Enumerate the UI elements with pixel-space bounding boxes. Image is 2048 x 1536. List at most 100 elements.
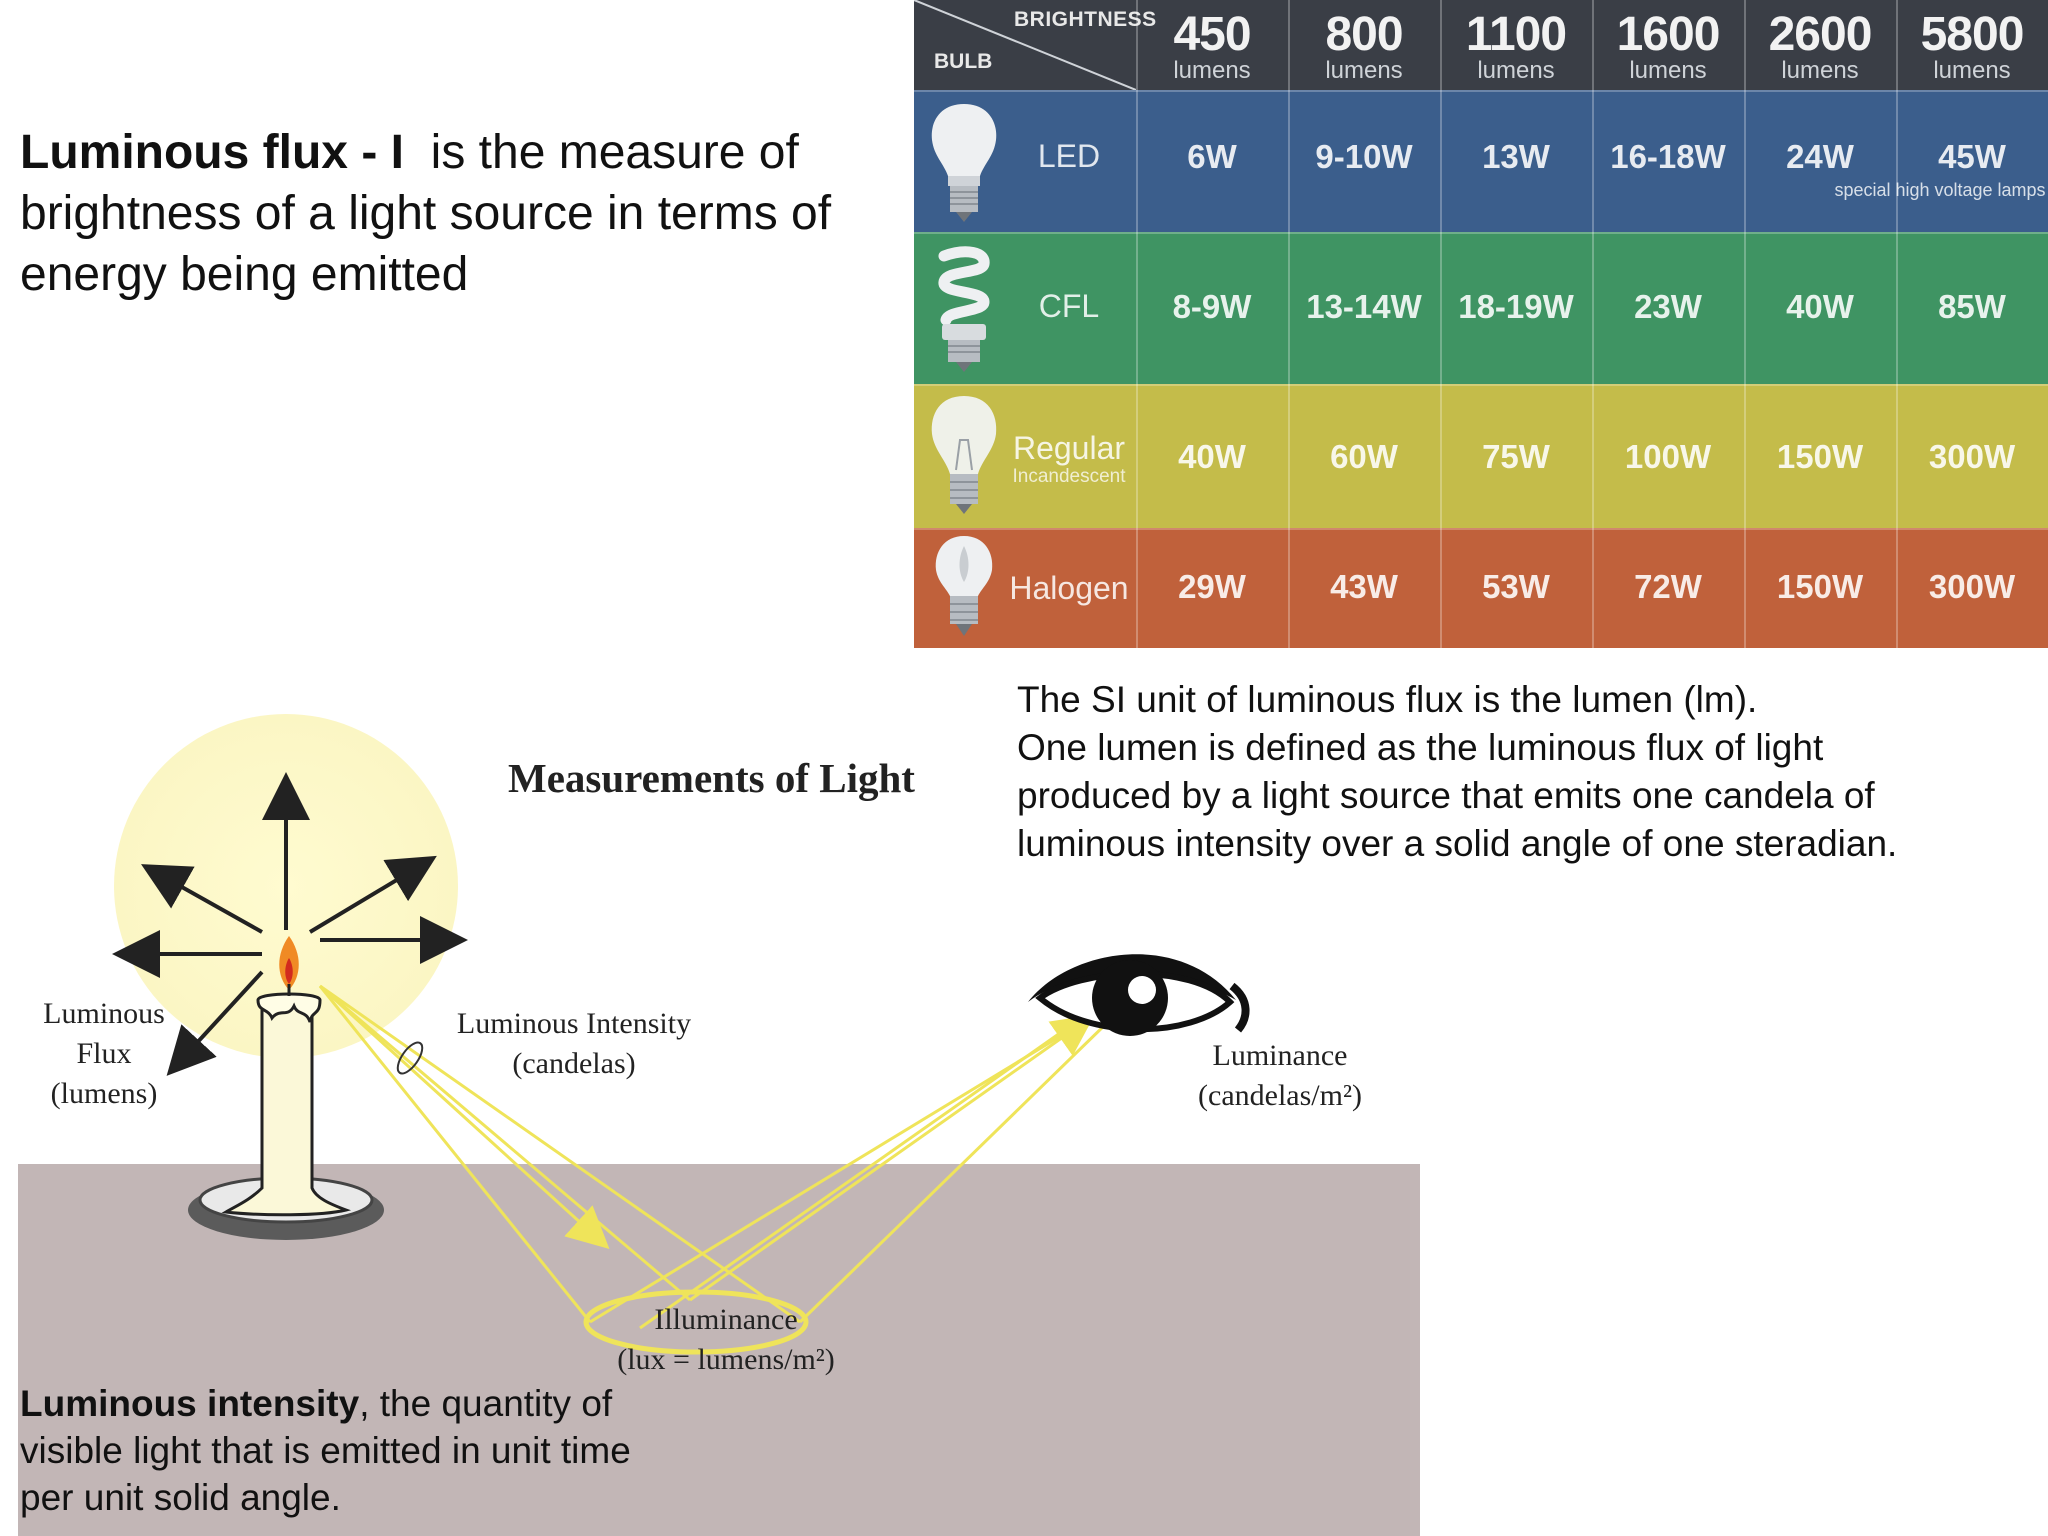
column-lumens-value: 5800 — [1920, 8, 2025, 61]
table-cell: 45W — [1938, 138, 2006, 175]
light-diagram-graphic — [18, 714, 1420, 1536]
column-lumens-value: 450 — [1173, 8, 1251, 61]
column-lumens-unit: lumens — [1477, 57, 1555, 84]
column-lumens-unit: lumens — [1173, 57, 1251, 84]
definition-rest: , the quantity of visible light that is … — [20, 1383, 631, 1518]
intro-paragraph: Luminous flux - I is the measure of brig… — [20, 122, 900, 305]
table-row-led: LED 6W 9-10W 13W 16-18W 24W 45W special … — [914, 90, 2048, 232]
row-divider — [914, 232, 2048, 234]
label-line: Luminous Intensity — [456, 1007, 692, 1040]
candle-body — [221, 998, 352, 1217]
row-divider — [914, 528, 2048, 530]
table-cell: 85W — [1938, 288, 2006, 325]
table-cell: 150W — [1776, 568, 1864, 605]
table-cell: 18-19W — [1458, 288, 1574, 325]
table-cell: 300W — [1928, 568, 2016, 605]
measurements-of-light-diagram: Measurements of Light Luminous Flux (lum… — [0, 700, 1460, 1536]
table-cell: 75W — [1482, 438, 1550, 475]
label-line: Luminance — [1212, 1039, 1348, 1072]
table-row-halogen: Halogen 29W 43W 53W 72W 150W 300W — [914, 528, 2048, 648]
table-cell: 72W — [1634, 568, 1702, 605]
corner-brightness-label: BRIGHTNESS — [1014, 8, 1157, 31]
led-bulb-icon — [931, 104, 997, 222]
column-lumens-value: 2600 — [1768, 8, 1873, 61]
illuminance-label: Illuminance (lux = lumens/m²) — [586, 1300, 866, 1380]
diagram-title: Measurements of Light — [508, 755, 915, 801]
column-divider — [1288, 0, 1290, 648]
intro-rest: is the measure of brightness of a light … — [20, 126, 832, 301]
luminance-label: Luminance (candelas/m²) — [1160, 1036, 1400, 1116]
column-lumens-unit: lumens — [1933, 57, 2011, 84]
eye-icon — [1028, 954, 1250, 1036]
label-line: (lux = lumens/m²) — [617, 1343, 835, 1376]
table-cell: 40W — [1786, 288, 1854, 325]
table-corner-cell: BRIGHTNESS BULB — [914, 0, 1156, 90]
luminous-intensity-definition: Luminous intensity, the quantity of visi… — [20, 1380, 660, 1521]
column-lumens-value: 1600 — [1616, 8, 1721, 61]
table-cell: 23W — [1634, 288, 1702, 325]
si-line: luminous intensity over a solid angle of… — [1017, 823, 1898, 864]
row-divider — [914, 384, 2048, 386]
row-type-label: Halogen — [1009, 570, 1129, 606]
label-line: (candelas/m²) — [1198, 1079, 1362, 1112]
table-cell: 13W — [1482, 138, 1550, 175]
row-divider — [914, 90, 2048, 92]
illuminance-ellipse — [583, 1289, 809, 1355]
table-cell: 60W — [1330, 438, 1398, 475]
table-cell: 24W — [1786, 138, 1854, 175]
table-cell: 6W — [1187, 138, 1237, 175]
table-cell: 43W — [1330, 568, 1398, 605]
solid-angle-ellipse — [396, 1041, 424, 1075]
column-lumens-unit: lumens — [1629, 57, 1707, 84]
column-lumens-value: 800 — [1325, 8, 1403, 61]
row-type-label: Regular — [1012, 430, 1126, 466]
label-line: Luminous — [43, 997, 165, 1030]
incandescent-bulb-icon — [931, 396, 997, 514]
column-lumens-value: 1100 — [1465, 8, 1567, 61]
corner-diagonal-line — [914, 0, 1136, 90]
table-cell: 53W — [1482, 568, 1550, 605]
table-cell: 29W — [1178, 568, 1246, 605]
light-rays — [318, 984, 1112, 1330]
table-row-cfl: CFL 8-9W 13-14W 18-19W 23W 40W 85W — [914, 232, 2048, 384]
table-cell: 40W — [1178, 438, 1246, 475]
flux-arrows — [112, 772, 468, 1076]
corner-bulb-label: BULB — [934, 50, 993, 73]
label-line: Flux — [76, 1037, 132, 1070]
cfl-bulb-icon — [938, 246, 990, 372]
column-divider — [1744, 0, 1746, 648]
row-type-sublabel: Incandescent — [1012, 466, 1126, 487]
column-divider — [1440, 0, 1442, 648]
table-cell: 150W — [1776, 438, 1864, 475]
row-type-label: CFL — [1038, 288, 1100, 324]
si-unit-paragraph: The SI unit of luminous flux is the lume… — [1017, 676, 2027, 868]
luminous-flux-label: Luminous Flux (lumens) — [24, 994, 184, 1114]
column-lumens-unit: lumens — [1781, 57, 1859, 84]
table-cell: 9-10W — [1315, 138, 1413, 175]
label-line: (lumens) — [50, 1077, 158, 1110]
row-type-label: LED — [1037, 138, 1101, 174]
definition-term: Luminous intensity — [20, 1383, 360, 1424]
intro-term: Luminous flux - I — [20, 126, 404, 179]
label-line: (candelas) — [512, 1047, 636, 1080]
column-divider — [1136, 0, 1138, 648]
table-cell: 16-18W — [1610, 138, 1726, 175]
table-cell: 100W — [1624, 438, 1712, 475]
si-line: The SI unit of luminous flux is the lume… — [1017, 679, 1758, 720]
halogen-bulb-icon — [935, 536, 993, 636]
si-line: produced by a light source that emits on… — [1017, 775, 1875, 816]
table-cell: 13-14W — [1306, 288, 1422, 325]
column-divider — [1592, 0, 1594, 648]
si-line: One lumen is defined as the luminous flu… — [1017, 727, 1824, 768]
table-cell: 300W — [1928, 438, 2016, 475]
column-divider — [1896, 0, 1898, 648]
table-cell: 8-9W — [1172, 288, 1252, 325]
